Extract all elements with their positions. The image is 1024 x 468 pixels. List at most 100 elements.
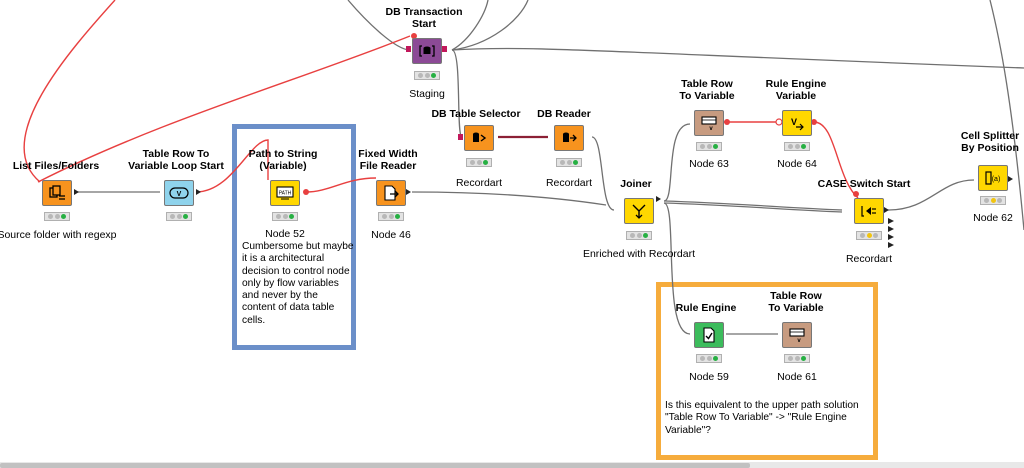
node-status (272, 212, 298, 221)
node-title: Table Row To Variable Loop Start (128, 148, 224, 172)
wire-fixedwidth-joiner (411, 191, 607, 206)
node-title: DB Transaction Start (385, 6, 463, 30)
node-status (980, 196, 1006, 205)
node-label: Node 46 (371, 229, 411, 241)
wire-case-cellsplitter (887, 179, 975, 211)
node-label: Node 59 (689, 371, 729, 383)
wire-joiner-table63 (663, 123, 691, 202)
output-port[interactable] (406, 189, 411, 195)
node-table-row-to-variable-63[interactable]: v (694, 110, 724, 136)
node-status (696, 142, 722, 151)
wire-reader-joiner (591, 136, 615, 211)
node-joiner[interactable] (624, 198, 654, 224)
db-port-in[interactable] (458, 134, 463, 140)
node-status (44, 212, 70, 221)
node-label: Source folder with regexp (0, 229, 117, 241)
output-port[interactable] (196, 189, 201, 195)
node-table-row-loop-start[interactable]: V (164, 180, 194, 206)
node-label: Enriched with Recordart (582, 248, 696, 260)
wire-txn-out-1 (451, 47, 1024, 69)
node-title: Rule Engine Variable (765, 78, 827, 102)
node-title: Table Row To Variable (679, 78, 735, 102)
horizontal-scrollbar-thumb[interactable] (0, 463, 750, 468)
node-status (856, 231, 882, 240)
annotation-orange-text: Is this equivalent to the upper path sol… (665, 400, 859, 436)
db-transaction-icon (419, 45, 435, 57)
svg-text:(a): (a) (992, 176, 1001, 183)
node-db-reader[interactable] (554, 125, 584, 151)
svg-text:PATH: PATH (279, 191, 292, 197)
node-table-row-to-variable-61[interactable]: v (782, 322, 812, 348)
annotation-blue-text: Cumbersome but maybe it is a architectur… (242, 241, 354, 326)
node-path-to-string[interactable]: PATH (270, 180, 300, 206)
node-status (166, 212, 192, 221)
db-port-out[interactable] (442, 46, 447, 52)
node-db-transaction-start[interactable] (412, 38, 442, 64)
node-label: Recordart (845, 253, 893, 265)
output-port[interactable] (656, 196, 661, 202)
node-status (378, 212, 404, 221)
wire-right-edge (989, 0, 1024, 231)
node-title: Path to String (Variable) (248, 148, 318, 172)
node-title: Joiner (620, 178, 652, 190)
node-rule-engine-variable[interactable]: V (782, 110, 812, 136)
db-reader-icon (563, 132, 577, 142)
node-rule-engine[interactable] (694, 322, 724, 348)
flowvar-wire-loop-path (195, 139, 269, 193)
joiner-icon (632, 204, 646, 219)
file-reader-icon (384, 185, 399, 201)
path-icon: PATH (276, 186, 294, 200)
flowvar-wire-top (23, 0, 116, 183)
node-label: Node 52 (265, 228, 305, 240)
node-status (556, 158, 582, 167)
node-title: Table Row To Variable (768, 290, 824, 314)
node-label: Recordart (455, 177, 503, 189)
wire-txn-in-1 (347, 0, 411, 51)
svg-text:v: v (797, 338, 801, 343)
case-switch-icon (861, 206, 876, 217)
svg-text:V: V (791, 117, 797, 127)
folder-list-icon (49, 185, 65, 200)
output-port[interactable] (884, 207, 889, 213)
db-selector-icon (473, 132, 487, 142)
wire-joiner-ruleengine (663, 202, 691, 335)
node-status (466, 158, 492, 167)
node-status (626, 231, 652, 240)
node-db-table-selector[interactable] (464, 125, 494, 151)
node-title: DB Reader (537, 108, 591, 120)
node-title: Cell Splitter By Position (960, 130, 1020, 154)
variable-loop-icon: V (169, 187, 189, 199)
output-port[interactable] (1008, 176, 1013, 182)
node-status (414, 71, 440, 80)
output-port[interactable] (74, 189, 79, 195)
node-title: DB Table Selector (431, 108, 521, 120)
node-case-switch-start[interactable] (854, 198, 884, 224)
svg-text:v: v (709, 126, 713, 131)
table-to-variable-icon: v (701, 116, 717, 131)
wire-txn-out-2 (451, 0, 529, 51)
node-cell-splitter[interactable]: (a) (978, 165, 1008, 191)
cell-splitter-icon: (a) (985, 171, 1001, 185)
flowvar-wire-path-fw (305, 177, 377, 193)
node-title: CASE Switch Start (817, 178, 911, 190)
annotation-blue[interactable]: Cumbersome but maybe it is a architectur… (232, 124, 356, 350)
node-label: Node 61 (777, 371, 817, 383)
wire-joiner-case (663, 200, 843, 211)
node-label: Staging (409, 88, 445, 100)
node-list-files[interactable] (42, 180, 72, 206)
flowvar-wire-txn (37, 35, 411, 183)
db-port-in[interactable] (406, 46, 411, 52)
table-to-variable-icon: v (789, 328, 805, 343)
wire-joiner-case-2 (663, 202, 843, 213)
node-fixed-width-reader[interactable] (376, 180, 406, 206)
rule-engine-icon (703, 327, 715, 343)
svg-text:V: V (177, 191, 182, 198)
rule-variable-icon: V (791, 117, 804, 131)
node-label: Node 63 (689, 158, 729, 170)
wire-txn-out-3 (451, 0, 489, 51)
node-status (784, 354, 810, 363)
annotation-orange[interactable]: Is this equivalent to the upper path sol… (656, 282, 878, 460)
node-status (696, 354, 722, 363)
